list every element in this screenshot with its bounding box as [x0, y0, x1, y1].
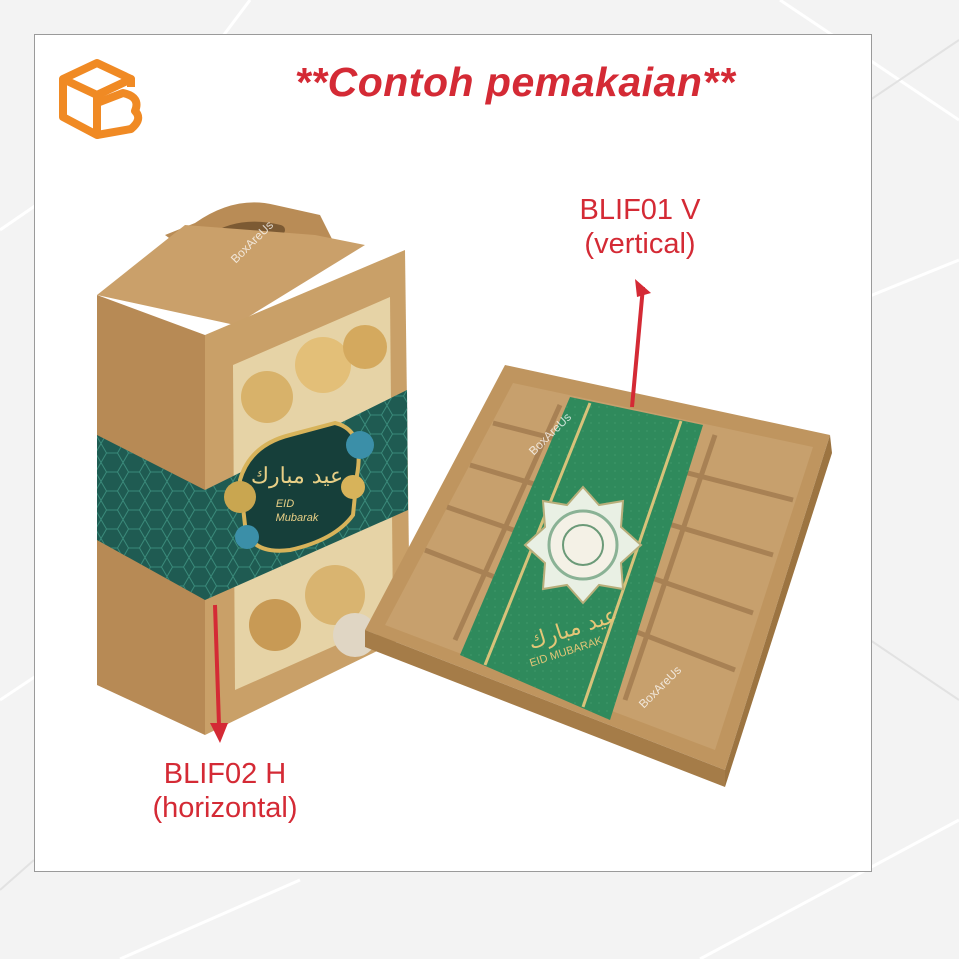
- arrow-up: [630, 279, 651, 408]
- box-band-arabic: عيد مبارك: [251, 464, 343, 489]
- tray-box: عيد مبارك EID MUBARAK: [365, 365, 832, 787]
- arrow-down: [210, 604, 228, 743]
- gable-box: عيد مبارك EID Mubarak: [97, 202, 410, 735]
- box-band-eid: EID: [276, 498, 294, 510]
- box-b-logo-icon: [59, 59, 143, 139]
- box-band-mubarak: Mubarak: [276, 512, 319, 524]
- label-vertical: BLIF01 V (vertical): [535, 193, 745, 261]
- label-horizontal: BLIF02 H (horizontal): [115, 757, 335, 825]
- label-vertical-desc: (vertical): [584, 228, 696, 260]
- label-horizontal-desc: (horizontal): [152, 792, 298, 824]
- label-vertical-code: BLIF01 V: [579, 194, 701, 226]
- label-horizontal-code: BLIF02 H: [163, 758, 287, 790]
- product-photo: عيد مبارك EID Mubarak: [97, 202, 832, 787]
- product-card: **Contoh pemakaian**: [34, 34, 872, 872]
- page-title: **Contoh pemakaian**: [294, 59, 736, 105]
